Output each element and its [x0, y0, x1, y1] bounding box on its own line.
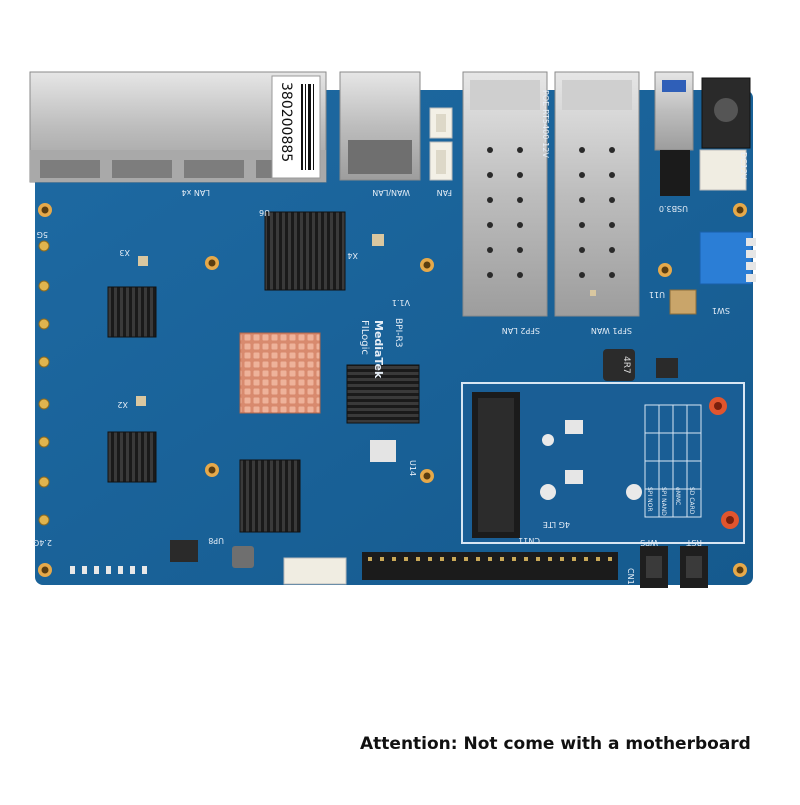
svg-text:SD CARD: SD CARD: [688, 487, 695, 515]
label-wps: WPS: [640, 538, 658, 547]
label-cn1: CN1: [626, 568, 635, 585]
label-x4: X4: [347, 251, 358, 260]
label-lan: LAN x4: [182, 188, 210, 197]
heatsink-bottom: [239, 459, 301, 533]
rst-button: [680, 546, 708, 588]
sfp1-cage: [554, 71, 640, 317]
serial-number: 380200885: [278, 82, 294, 162]
label-rst: RST: [686, 538, 702, 547]
brand-model: BPI-R3: [393, 318, 403, 347]
brand-line2: FILogic: [359, 320, 370, 355]
label-sfp1: SFP1 WAN: [591, 326, 632, 335]
antenna-connectors: [38, 240, 50, 526]
wan-lan-port: [339, 71, 421, 181]
mpcie-area: [461, 382, 745, 544]
label-poe: POE-RT5400-12V: [541, 90, 550, 158]
label-fan: FAN: [437, 188, 452, 197]
label-wan-lan: WAN/LAN: [372, 188, 410, 197]
copper-heatsink: [239, 332, 321, 414]
heatsink-u6: [264, 211, 346, 291]
label-x2: X2: [117, 400, 128, 409]
lan-ports: 380200885: [29, 71, 327, 183]
mounting-holes: [38, 203, 747, 577]
silkscreen: LAN x4 WAN/LAN FAN USB3.0 DC12V POE-RT54…: [33, 90, 748, 585]
svg-text:SPI NOR: SPI NOR: [646, 487, 653, 511]
label-u11: U11: [649, 290, 665, 299]
inductor: 4R7: [603, 349, 635, 381]
chip-u11: [669, 289, 697, 315]
label-dc12v: DC12V: [739, 152, 748, 180]
dc-jack: [699, 77, 751, 191]
sfp2-cage: [462, 71, 548, 317]
gpio-header: [362, 552, 618, 580]
brand-silkscreen: MediaTek FILogic BPI-R3 V1.1: [359, 298, 410, 379]
label-5g: 5G: [37, 230, 48, 239]
label-cn11: CN11: [518, 536, 540, 545]
status-leds: [70, 566, 147, 574]
label-24g: 2.4G: [33, 538, 52, 547]
boot-mode-table: [644, 404, 702, 518]
heatsink-wifi-5g: [107, 286, 157, 338]
label-sfp2: SFP2 LAN: [502, 326, 540, 335]
serial-barcode: [300, 82, 316, 172]
wps-button: [640, 546, 668, 588]
bottom-connector: [283, 557, 347, 585]
inductor-small: [232, 546, 254, 568]
brand-line1: MediaTek: [372, 320, 385, 379]
svg-text:eMMC: eMMC: [674, 487, 681, 505]
brand-version: V1.1: [392, 298, 410, 307]
heatsink-wifi-24g: [107, 431, 157, 483]
caption: Attention: Not come with a motherboard: [360, 734, 751, 754]
label-sw1: SW1: [712, 306, 730, 315]
label-lte: 4G LTE: [543, 520, 570, 529]
inductor-label: 4R7: [621, 356, 631, 374]
fan-connectors: [429, 107, 453, 181]
usb3-port: [654, 71, 694, 196]
boot-table-labels: SPI NOR SPI NAND eMMC SD CARD: [646, 487, 695, 516]
svg-text:SPI NAND: SPI NAND: [660, 487, 667, 516]
label-usb3: USB3.0: [659, 204, 688, 213]
label-u6: U6: [259, 208, 270, 217]
label-u14: U14: [408, 460, 417, 476]
label-x3: X3: [119, 248, 130, 257]
label-up8: UP8: [208, 536, 224, 545]
smd-components: [136, 234, 678, 562]
dip-switch: [699, 231, 756, 285]
heatsink-mid: [346, 364, 420, 424]
